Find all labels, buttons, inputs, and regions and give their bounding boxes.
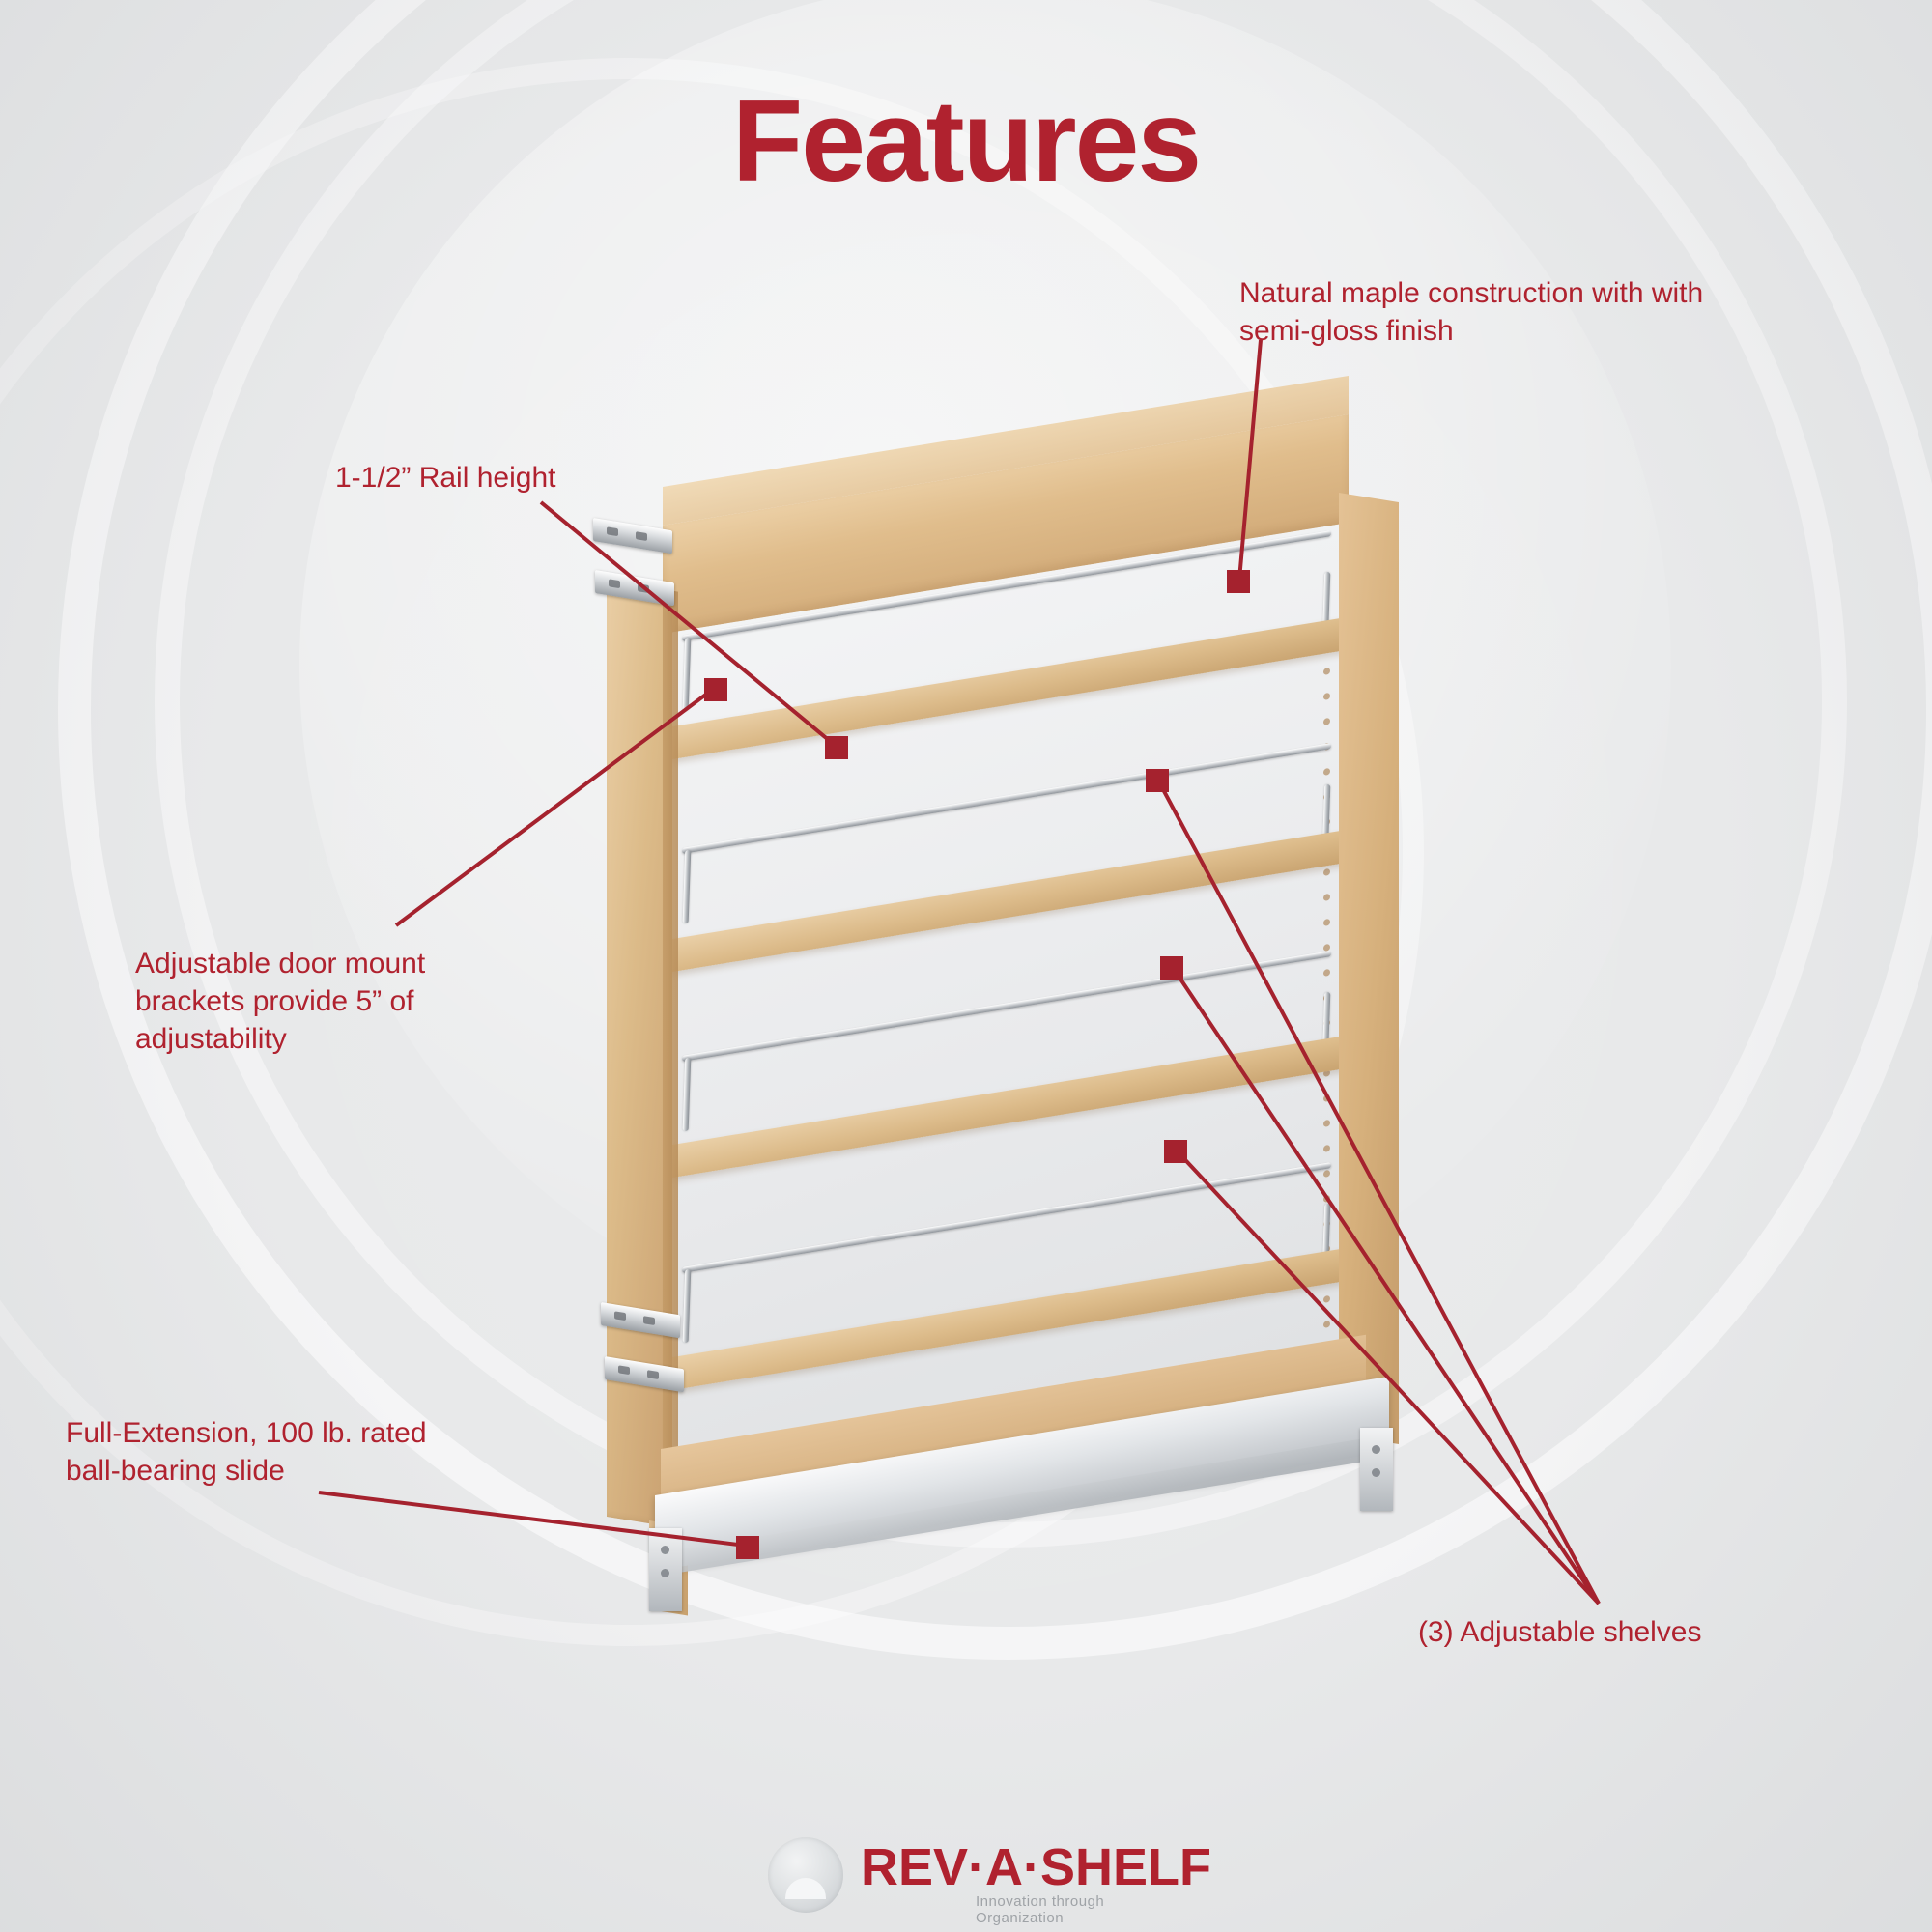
annotation-natural-maple-construction: Natural maple construction with with sem… <box>1239 277 1704 347</box>
logo-wordmark: REV·A·SHELF <box>861 1838 1211 1896</box>
annotation-adjustable-door-mount-brackets: Adjustable door mount brackets provide 5… <box>135 948 426 1055</box>
slide-end-rear <box>1360 1428 1393 1511</box>
annotation-rail-height: 1-1/2” Rail height <box>335 462 556 494</box>
door-mount-bracket <box>593 518 672 554</box>
annotation-adjustable-shelves: (3) Adjustable shelves <box>1418 1616 1702 1648</box>
product-illustration <box>593 376 1418 1616</box>
logo-tagline: Innovation through Organization <box>976 1893 1105 1926</box>
annotation-ball-bearing-slide: Full-Extension, 100 lb. rated ball-beari… <box>66 1417 427 1487</box>
product-right-panel <box>1339 493 1399 1445</box>
rev-a-shelf-mark-icon <box>768 1837 843 1913</box>
brand-logo: REV·A·SHELF Innovation through Organizat… <box>768 1833 1211 1926</box>
slide-end-front <box>649 1528 682 1611</box>
page-title: Features <box>731 76 1202 206</box>
